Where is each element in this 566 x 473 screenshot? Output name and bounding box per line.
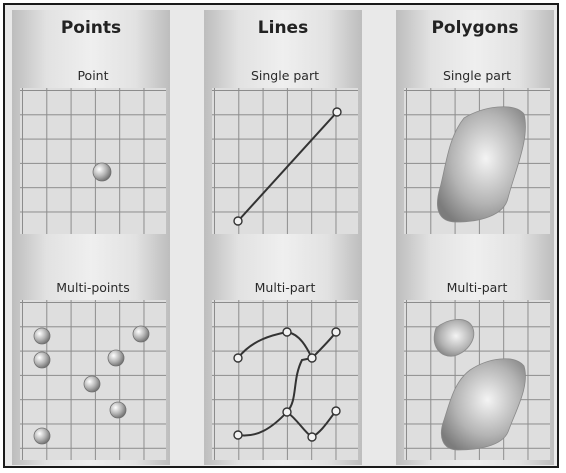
line-vertex (331, 406, 341, 416)
multi-point-marker (33, 427, 51, 445)
line-segment (237, 111, 338, 222)
multi-point-marker (109, 401, 127, 419)
line-vertex (331, 327, 341, 337)
multi-line-panel: Multi-part (212, 280, 358, 462)
multi-point-marker (33, 351, 51, 369)
figure-frame: Points Point Multi-points (3, 3, 559, 468)
multi-point-marker (33, 327, 51, 345)
points-column: Points Point Multi-points (12, 10, 170, 465)
multi-polygon-panel: Multi-part (404, 280, 550, 462)
point-label: Point (77, 68, 109, 83)
single-line-panel: Single part (212, 68, 358, 238)
single-polygon-graphic (437, 106, 526, 223)
multi-line-graphic (233, 327, 341, 442)
line-vertex (233, 353, 243, 363)
line-part-upper (237, 330, 337, 360)
line-vertex (332, 107, 342, 117)
points-title: Points (60, 18, 122, 38)
polygon-part-small (433, 319, 475, 357)
multi-points-panel: Multi-points (20, 280, 166, 462)
line-vertex (233, 216, 243, 226)
multi-points-grid (20, 300, 166, 460)
point-graphic (92, 162, 112, 182)
polygon-shape (437, 106, 526, 223)
single-polygon-panel: Single part (404, 68, 550, 238)
multi-line-label: Multi-part (254, 280, 316, 295)
lines-title: Lines (257, 18, 309, 38)
multi-points-graphic (33, 325, 150, 445)
line-vertex (282, 407, 292, 417)
multi-polygon-grid (404, 300, 550, 460)
point-marker (92, 162, 112, 182)
line-vertex (307, 353, 317, 363)
single-line-label: Single part (250, 68, 320, 83)
line-vertex (282, 327, 292, 337)
line-vertex (233, 430, 243, 440)
line-part-lower (237, 357, 337, 439)
multi-polygon-graphic (433, 319, 526, 451)
single-line-graphic (233, 107, 342, 226)
multi-point-marker (83, 375, 101, 393)
multi-line-grid (212, 300, 358, 460)
point-panel: Point (20, 68, 166, 238)
multi-polygon-label: Multi-part (446, 280, 508, 295)
line-vertex (307, 432, 317, 442)
multi-points-label: Multi-points (56, 280, 130, 295)
point-grid (20, 88, 166, 234)
multi-point-marker (132, 325, 150, 343)
multi-point-marker (107, 349, 125, 367)
polygon-part-large (441, 358, 526, 451)
polygons-title: Polygons (431, 18, 519, 38)
lines-column: Lines Single part Multi-part (204, 10, 362, 465)
single-line-grid (212, 88, 358, 234)
single-polygon-label: Single part (442, 68, 512, 83)
polygons-column: Polygons Single part Multi-part (396, 10, 554, 465)
single-polygon-grid (404, 88, 550, 234)
